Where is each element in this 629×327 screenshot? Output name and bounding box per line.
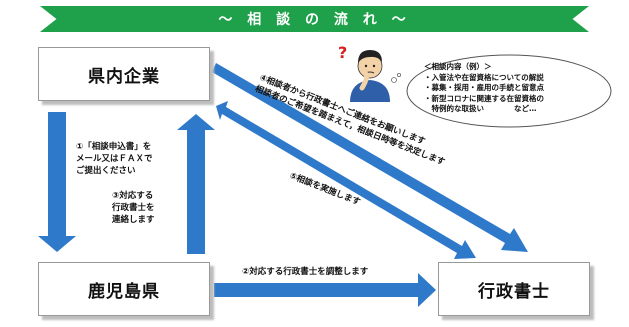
consultation-item: ・入管法や在留資格についての解説 xyxy=(424,72,544,82)
box-prefecture: 鹿児島県 xyxy=(38,262,210,316)
box-prefecture-label: 鹿児島県 xyxy=(88,281,160,302)
consultation-item: 特例的な取扱い など… xyxy=(424,104,537,113)
step3-line: 連絡します xyxy=(112,215,155,225)
consultation-examples: ＜相談内容（例）＞ ・入管法や在留資格についての解説 ・募集・採用・雇用の手続と… xyxy=(424,62,544,115)
step1-line: メール又はＦＡＸで xyxy=(76,154,153,164)
box-company: 県内企業 xyxy=(38,47,210,101)
step3-label: ③対応する 行政書士を 連絡します xyxy=(112,190,155,226)
consultation-item: ・新型コロナに関連する在留資格の xyxy=(424,93,544,103)
arrow-step3 xyxy=(177,114,215,254)
thought-bubble xyxy=(406,54,612,128)
arrow-step2 xyxy=(214,273,436,307)
step1-line: ①「相談申込書」を xyxy=(76,142,152,152)
flow-title: ～ 相 談 の 流 れ ～ xyxy=(218,12,411,28)
arrow-step1 xyxy=(38,112,76,252)
box-company-label: 県内企業 xyxy=(88,66,160,87)
step1-line: ご提出ください xyxy=(76,166,136,176)
arrow-step5 xyxy=(216,101,476,259)
consultation-item: ・募集・採用・雇用の手続と留意点 xyxy=(424,83,544,92)
thinking-person-icon: ? xyxy=(338,43,402,102)
arrow-step4 xyxy=(212,63,528,252)
consultation-heading: ＜相談内容（例）＞ xyxy=(424,62,492,71)
step3-line: ③対応する xyxy=(112,191,154,201)
step2-label: ②対応する行政書士を調整します xyxy=(242,267,369,277)
question-mark-icon: ? xyxy=(338,43,347,62)
box-scrivener: 行政書士 xyxy=(438,262,590,316)
step3-line: 行政書士を xyxy=(112,203,155,213)
step1-label: ①「相談申込書」を メール又はＦＡＸで ご提出ください xyxy=(76,141,153,177)
box-scrivener-label: 行政書士 xyxy=(478,281,550,302)
flow-title-banner: ～ 相 談 の 流 れ ～ xyxy=(40,6,589,32)
